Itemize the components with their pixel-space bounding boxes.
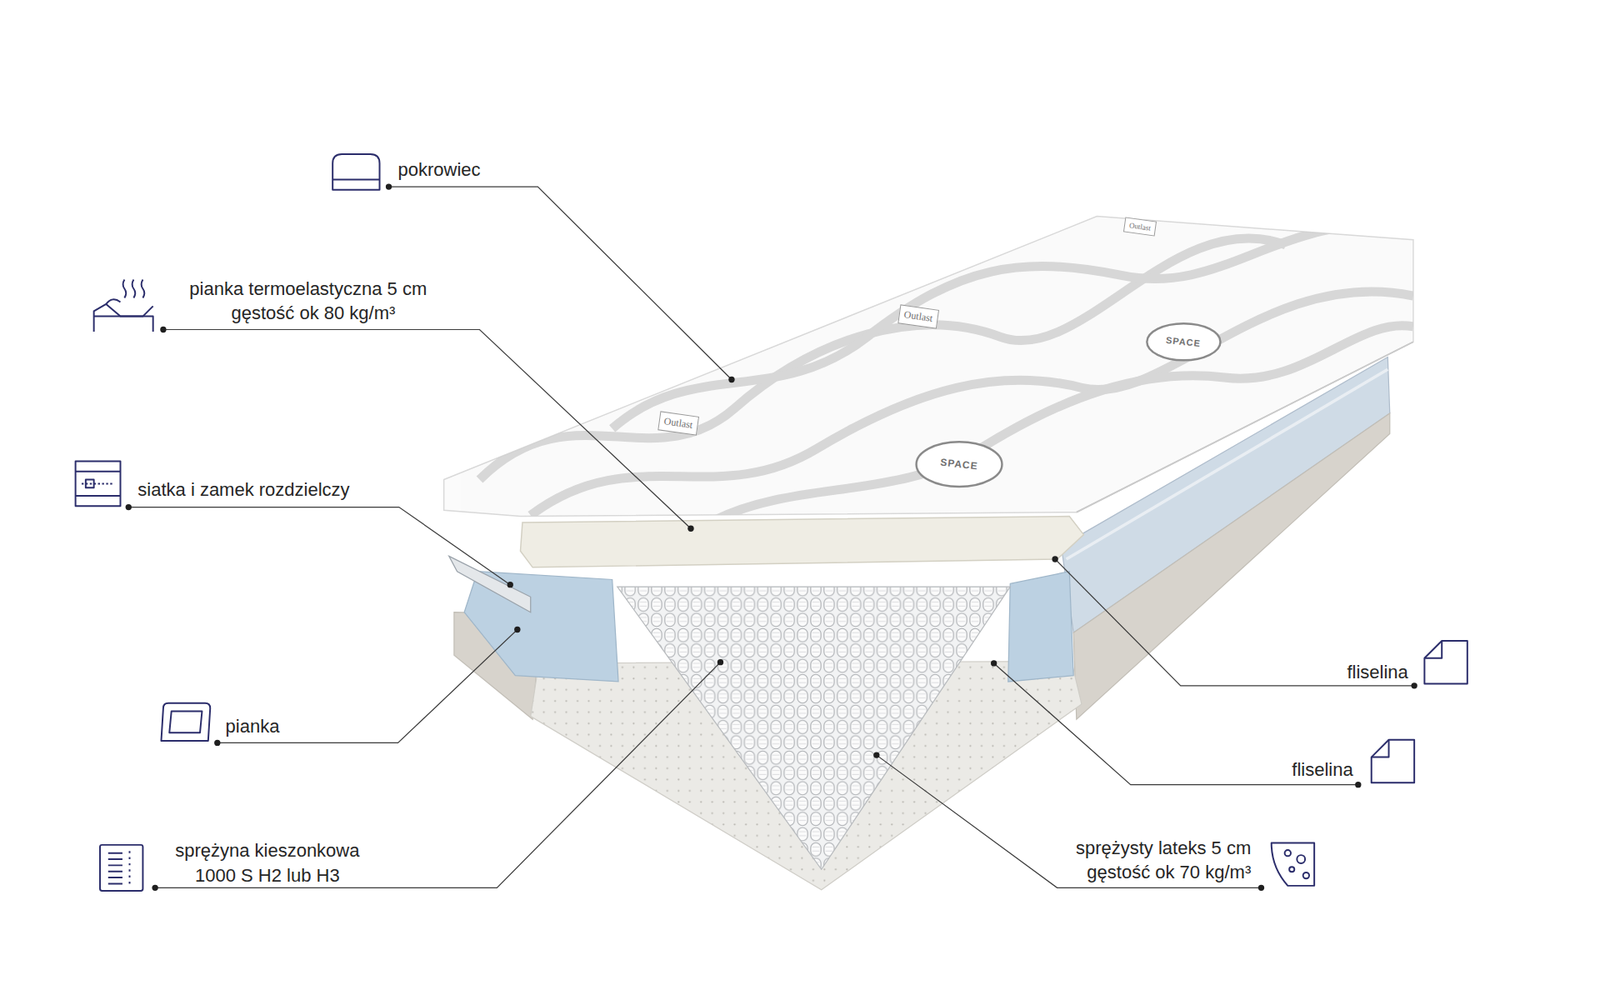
part-label: pianka termoelastyczna 5 cm — [189, 278, 427, 300]
part-label: sprężysty lateks 5 cm — [1075, 837, 1251, 859]
part-label: siatka i zamek rozdzielczy — [137, 479, 350, 500]
part-label: fliselina — [1291, 760, 1353, 781]
part-label: sprężyna kieszonkowa — [175, 840, 360, 862]
part-label: pokrowiec — [398, 160, 481, 181]
brand-logo: Outlast — [658, 411, 700, 436]
part-label: pianka — [225, 715, 280, 737]
part-label: 1000 S H2 lub H3 — [195, 865, 340, 886]
part-label: gęstość ok 70 kg/m³ — [1086, 861, 1251, 883]
part-label: gęstość ok 80 kg/m³ — [230, 302, 395, 324]
certificate-badge: SPACE — [938, 456, 981, 473]
part-label: fliselina — [1346, 661, 1408, 683]
certificate-badge: SPACE — [1164, 335, 1204, 350]
brand-logo: Outlast — [897, 304, 939, 329]
brand-logo: Outlast — [1123, 216, 1157, 236]
